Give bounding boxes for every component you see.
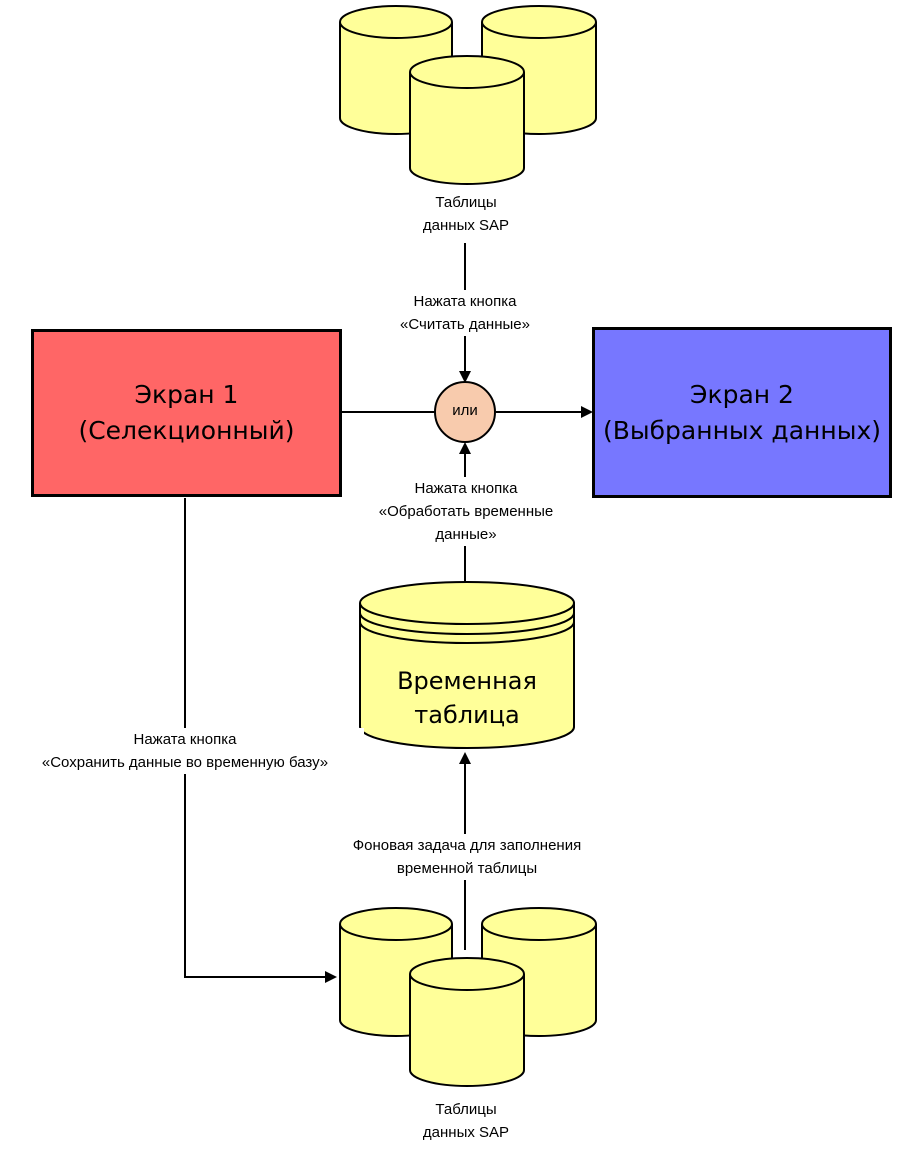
bottom-db-label-line1: Таблицы (435, 1101, 497, 1118)
top-sap-db-cluster (339, 5, 597, 185)
temp-table-cylinder (359, 581, 575, 749)
top-db-label-line2: данных SAP (422, 217, 510, 234)
edge-label-save-line2: «Сохранить данные во временную базу» (41, 754, 329, 771)
screen1-subtitle: (Селекционный) (78, 416, 295, 445)
bottom-db-cylinder-front (409, 974, 525, 1087)
screen1-title: Экран 1 (134, 380, 239, 409)
or-node-label: или (452, 402, 478, 419)
edge-label-process-line2: «Обработать временные (378, 503, 554, 520)
edge-label-save: Нажата кнопка «Сохранить данные во време… (6, 728, 364, 774)
edge-label-read-line1: Нажата кнопка (413, 293, 517, 310)
edge-label-save-line1: Нажата кнопка (133, 731, 237, 748)
edge-label-process-line1: Нажата кнопка (414, 480, 518, 497)
bottom-db-cylinder-right-cap (481, 907, 597, 941)
edge-label-background-line1: Фоновая задача для заполнения (352, 837, 582, 854)
edge-label-background: Фоновая задача для заполнения временной … (326, 834, 608, 880)
temp-table-label: Временная таблица (360, 664, 574, 732)
top-db-cylinder-left-cap (339, 5, 453, 39)
edge-label-process-line3: данные» (435, 526, 497, 543)
top-db-label: Таблицы данных SAP (366, 191, 566, 237)
screen1-box: Экран 1 (Селекционный) (31, 329, 342, 497)
bottom-db-cylinder-front-cap (409, 957, 525, 991)
temp-table-line1: Временная (397, 667, 537, 695)
top-db-cylinder-right-cap (481, 5, 597, 39)
top-db-label-line1: Таблицы (435, 194, 497, 211)
or-node-circle (434, 381, 496, 443)
edge-screen1-to-bottom-db (184, 498, 337, 983)
bottom-db-cylinder-left-cap (339, 907, 453, 941)
bottom-db-label-line2: данных SAP (422, 1124, 510, 1141)
edge-label-read: Нажата кнопка «Считать данные» (385, 290, 545, 336)
bottom-sap-db-cluster (339, 907, 597, 1087)
top-db-cylinder-front (409, 72, 525, 185)
screen2-box: Экран 2 (Выбранных данных) (592, 327, 892, 498)
temp-table-line2: таблица (414, 701, 520, 729)
screen2-title: Экран 2 (690, 379, 794, 409)
bottom-db-label: Таблицы данных SAP (366, 1098, 566, 1144)
edge-label-read-line2: «Считать данные» (400, 316, 530, 333)
edge-label-background-line2: временной таблицы (396, 860, 538, 877)
edge-label-process: Нажата кнопка «Обработать временные данн… (356, 477, 576, 546)
screen2-subtitle: (Выбранных данных) (602, 415, 881, 445)
top-db-cylinder-front-cap (409, 55, 525, 89)
